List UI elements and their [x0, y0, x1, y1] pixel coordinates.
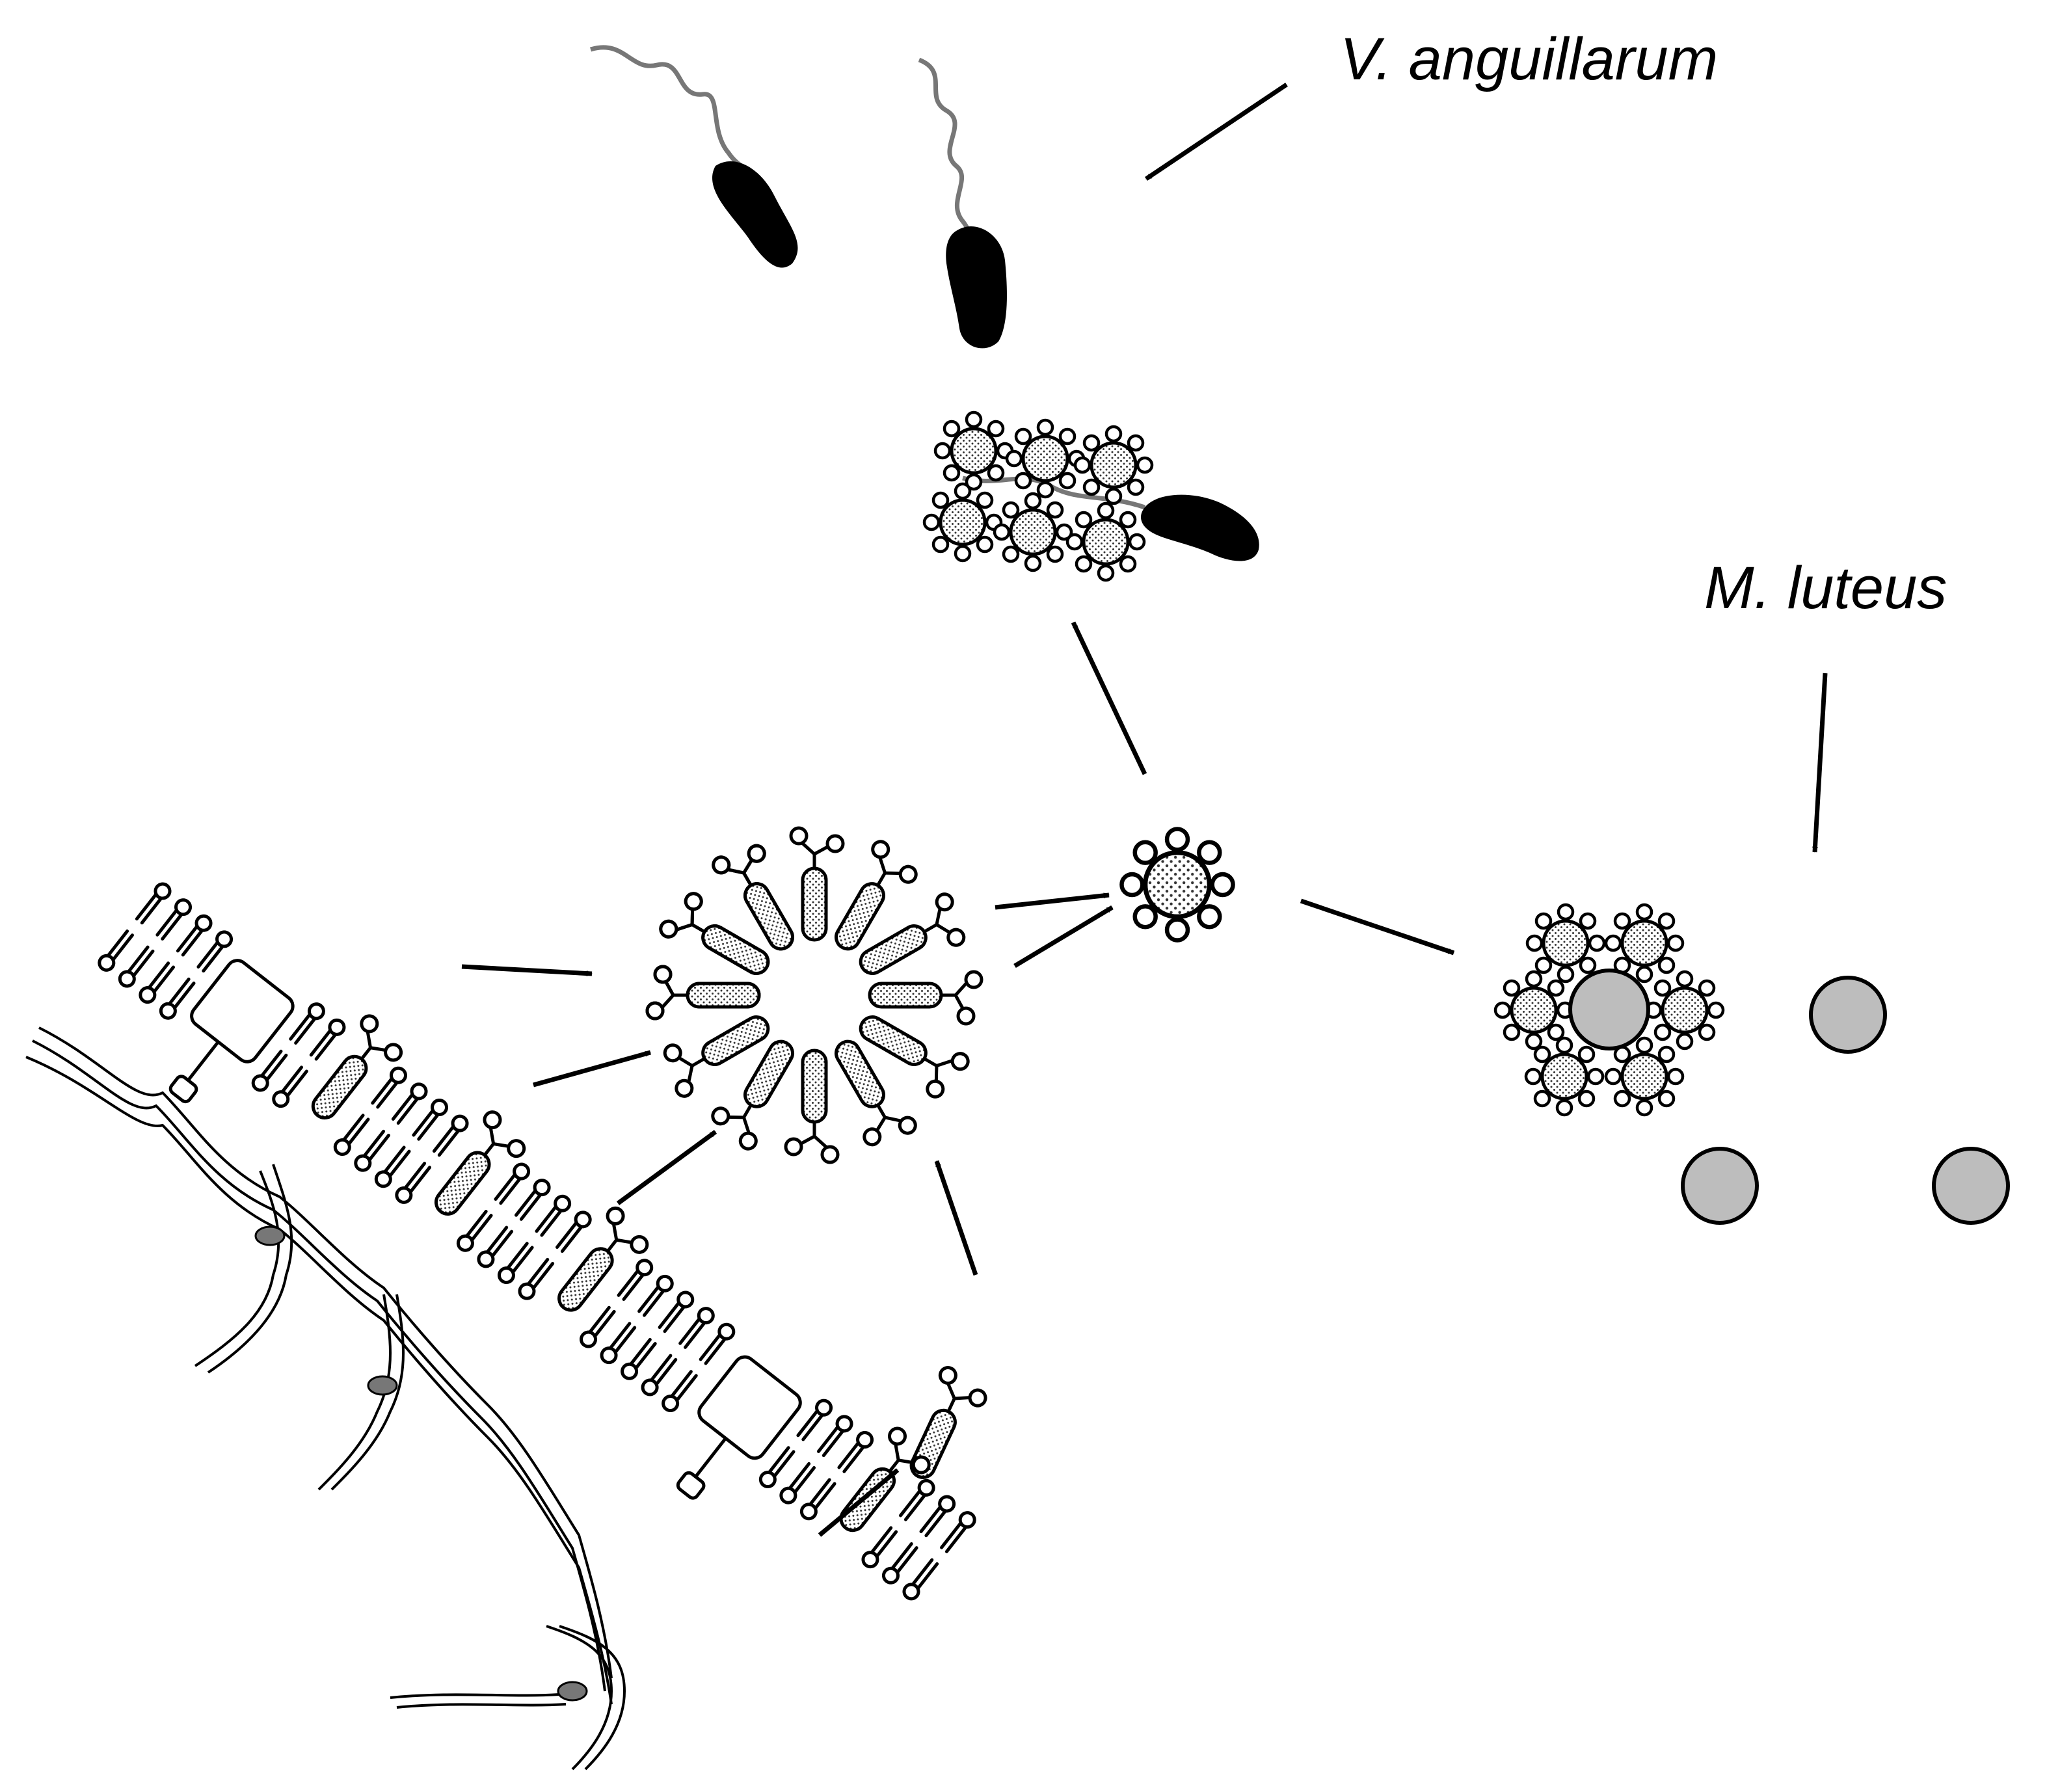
arrow-vibrio-label: [1145, 83, 1288, 181]
arrow-vesicle-to-micrococcus: [1300, 898, 1455, 956]
arrow-membrane-to-micelle-2: [533, 1050, 651, 1088]
arrows: [461, 83, 1828, 1537]
arrow-vesicle-to-vibrio: [1071, 621, 1147, 775]
arrow-micelle-to-vesicle-1: [995, 892, 1110, 910]
bacterium-2: [918, 57, 1007, 349]
fiber-knots: [254, 1225, 588, 1702]
arrow-membrane-to-micelle-3: [616, 1130, 717, 1205]
vibrio-label: V. anguillarum: [1340, 26, 1719, 92]
arrow-micrococcus-label: [1812, 673, 1828, 853]
arrow-membrane-to-micelle-1: [461, 964, 593, 977]
arrow-membrane-to-protein: [818, 1468, 900, 1537]
micelle: [647, 828, 982, 1162]
micrococcus-label: M. luteus: [1704, 555, 1947, 621]
micrococcus-cluster: [1495, 905, 1723, 1115]
micrococcus-cells: [1681, 976, 2010, 1225]
arrow-micelle-to-vesicle-2: [1013, 905, 1114, 969]
coated-bacterium: [924, 412, 1259, 580]
bacterium-1: [589, 45, 798, 268]
single-vesicle: [1121, 829, 1233, 940]
free-protein: [897, 1365, 991, 1489]
arrow-protein-to-micelle: [934, 1160, 978, 1276]
membrane-bilayer: [63, 863, 992, 1644]
membrane-fibers: [25, 1026, 626, 1771]
